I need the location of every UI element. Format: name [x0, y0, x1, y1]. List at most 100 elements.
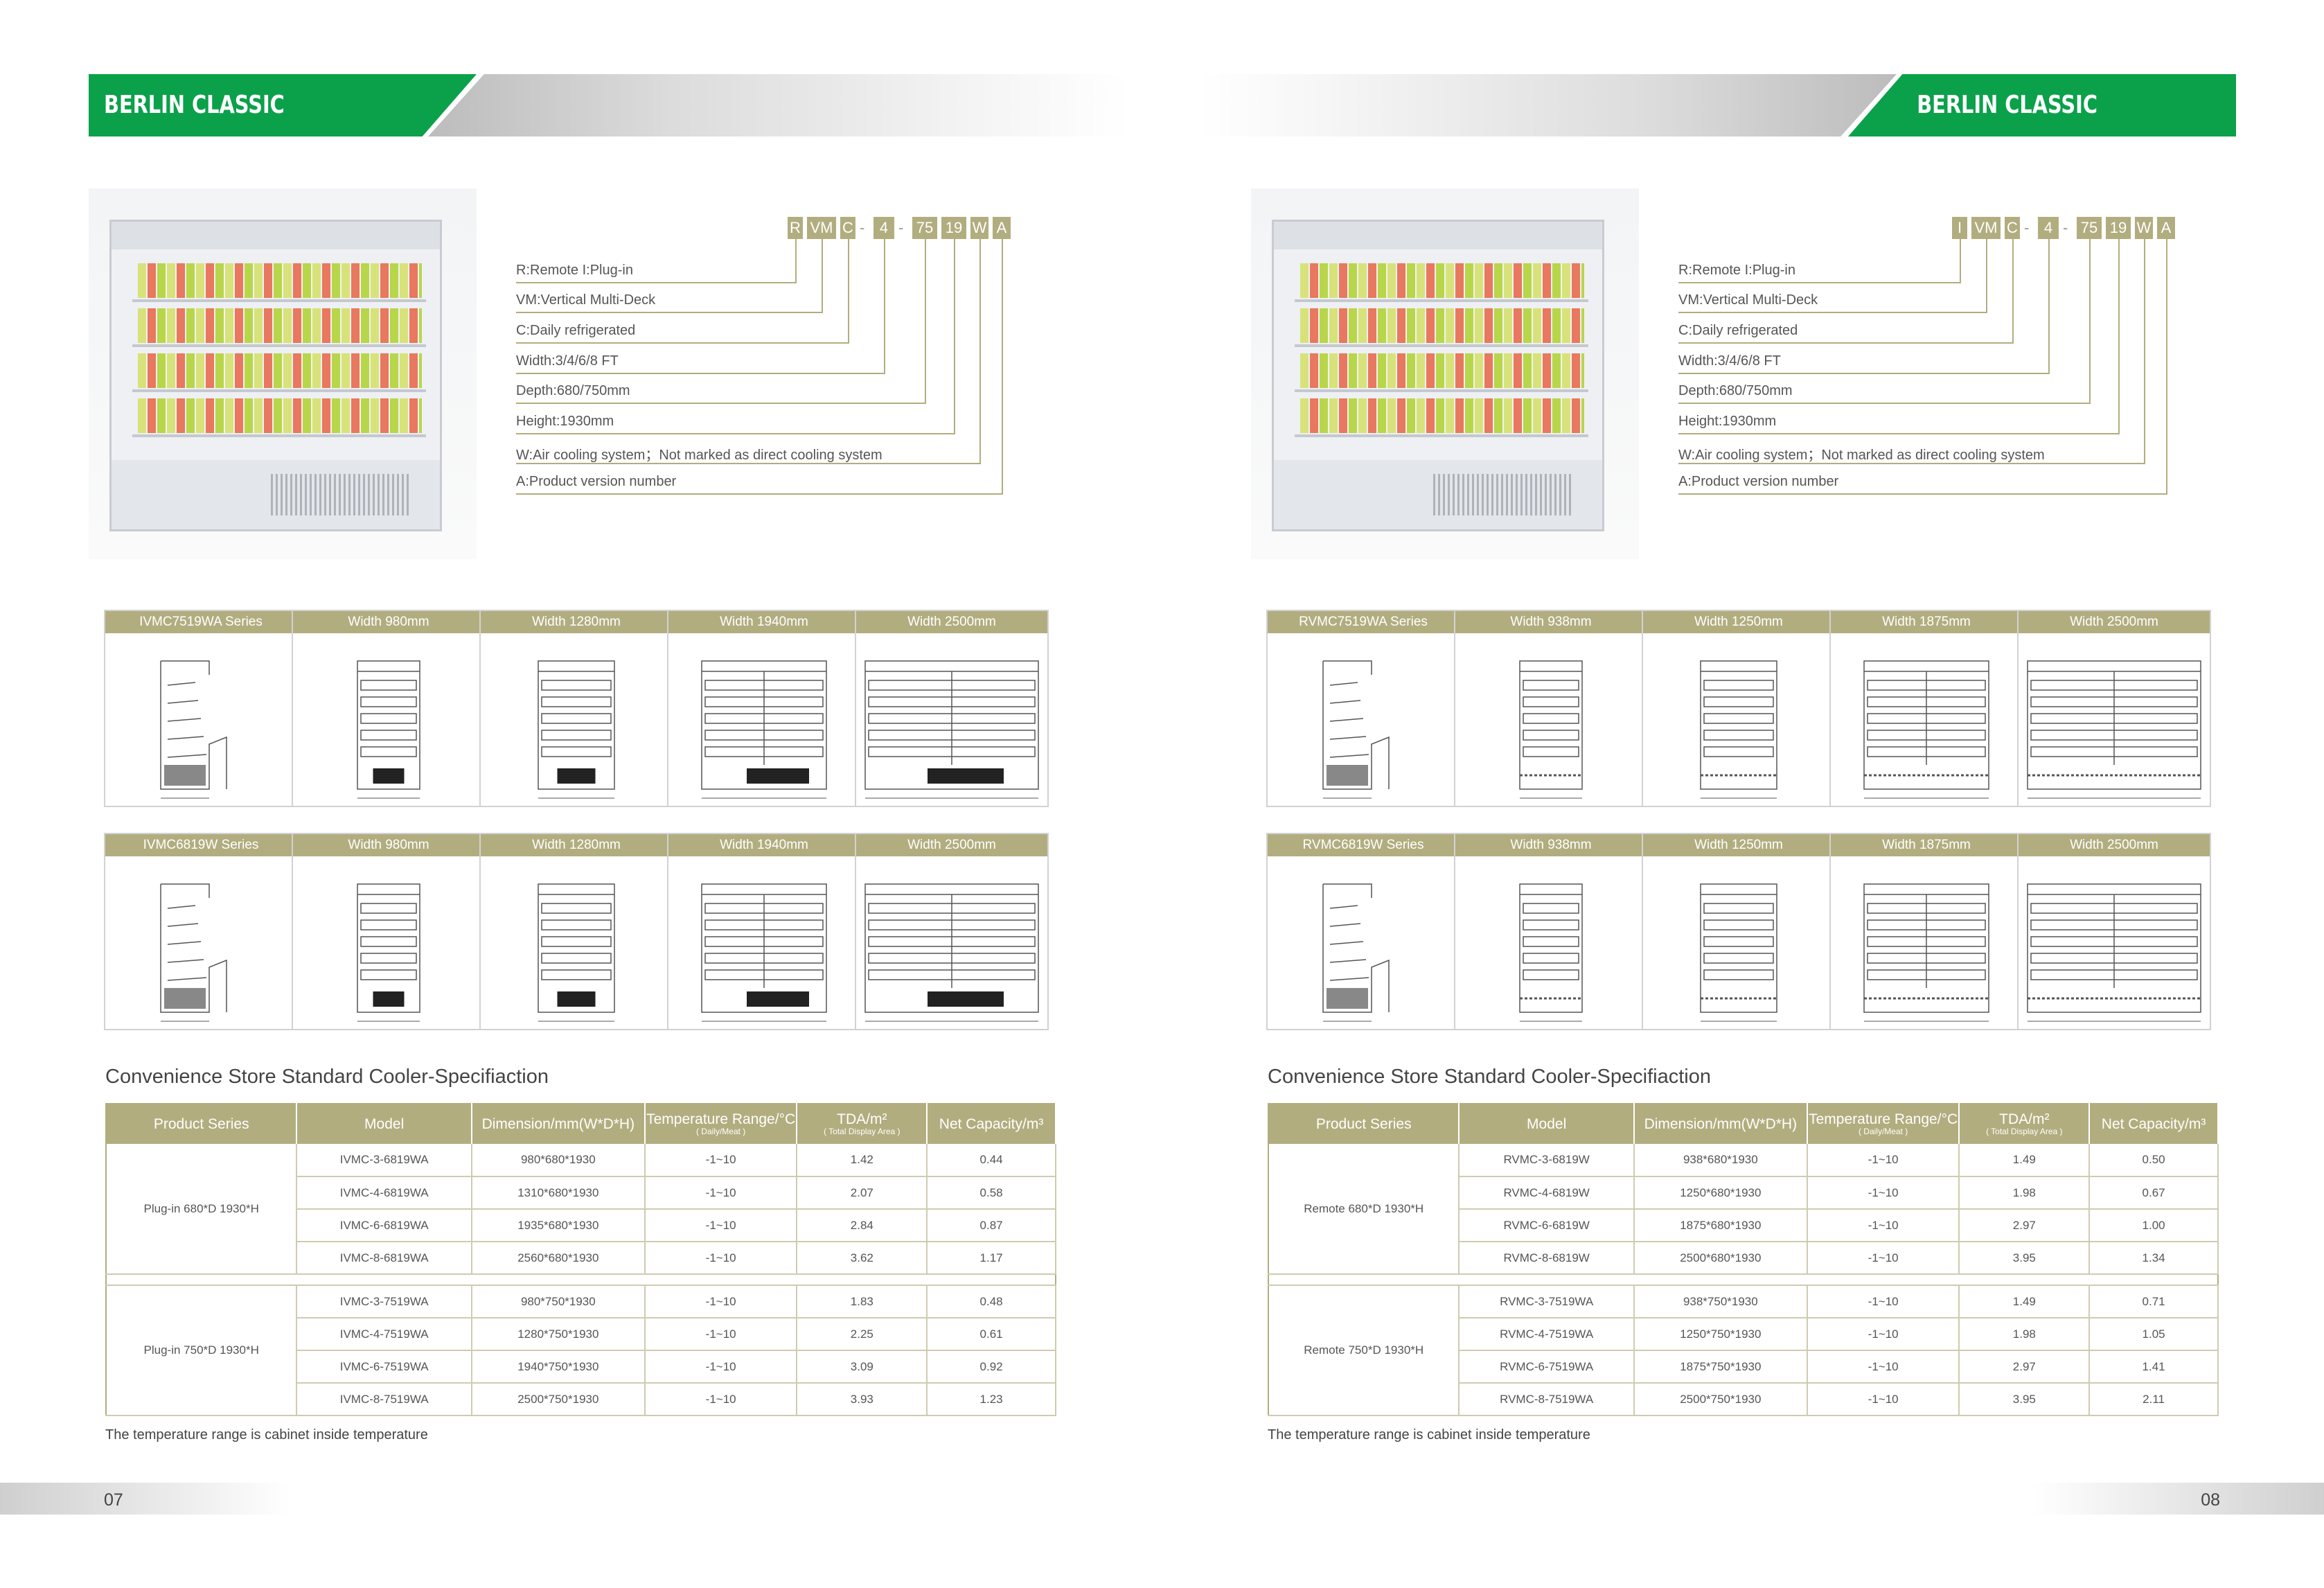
table-cell: 0.48: [927, 1285, 1056, 1318]
leader-vertical: [848, 239, 849, 342]
table-cell: 980*750*1930: [471, 1285, 646, 1318]
technical-drawing: [160, 883, 227, 1022]
table-cell: 1875*680*1930: [1633, 1209, 1808, 1242]
leader-vertical: [1960, 239, 1961, 282]
table-cell: 1250*680*1930: [1633, 1176, 1808, 1210]
table-cell: -1~10: [1807, 1350, 1960, 1384]
code-legend-item: W:Air cooling system；Not marked as direc…: [516, 448, 882, 463]
series-group-cell: Plug-in 680*D 1930*H: [106, 1144, 298, 1275]
leader-horizontal: [516, 493, 1003, 495]
table-cell: 1.41: [2089, 1350, 2219, 1384]
leader-horizontal: [516, 403, 926, 404]
group-separator: [1268, 1273, 2218, 1286]
front-view-drawing: Width 1875mm: [1829, 833, 2023, 1030]
table-cell: 1.49: [1959, 1144, 2091, 1177]
leader-horizontal: [516, 312, 823, 313]
table-cell: -1~10: [644, 1383, 798, 1416]
leader-vertical: [2089, 239, 2091, 403]
technical-drawing: [864, 883, 1039, 1022]
table-cell: -1~10: [644, 1176, 798, 1210]
table-cell: 0.71: [2089, 1285, 2219, 1318]
table-cell: -1~10: [1807, 1176, 1960, 1210]
code-char-box: VM: [1971, 217, 2001, 239]
table-cell: -1~10: [644, 1350, 798, 1384]
technical-drawing: [1700, 660, 1777, 799]
leader-vertical: [884, 239, 885, 373]
front-view-drawing: Width 938mm: [1454, 610, 1648, 807]
side-section-drawing: IVMC6819W Series: [104, 833, 298, 1030]
side-section-drawing: RVMC6819W Series: [1266, 833, 1460, 1030]
code-char-box: 75: [912, 217, 937, 239]
front-view-drawing: Width 1280mm: [479, 833, 673, 1030]
drawing-caption: Width 938mm: [1455, 834, 1647, 856]
table-cell: RVMC-3-7519WA: [1459, 1285, 1635, 1318]
code-separator: -: [898, 219, 904, 236]
leader-horizontal: [1678, 282, 1961, 283]
table-cell: 1.05: [2089, 1318, 2219, 1351]
drawing-caption: RVMC6819W Series: [1268, 834, 1459, 856]
table-cell: 1.34: [2089, 1242, 2219, 1275]
table-cell: 1.98: [1959, 1318, 2091, 1351]
drawing-caption: Width 1250mm: [1643, 834, 1834, 856]
code-separator: -: [2063, 219, 2068, 236]
leader-vertical: [2048, 239, 2050, 373]
cooler-cabinet-image: [1272, 220, 1604, 531]
front-view-drawing: Width 1940mm: [667, 833, 861, 1030]
table-cell: 3.62: [797, 1242, 928, 1275]
table-cell: 2500*750*1930: [471, 1383, 646, 1416]
drawing-caption: Width 980mm: [293, 611, 484, 633]
page-number: 07: [104, 1490, 123, 1510]
table-cell: 1.98: [1959, 1176, 2091, 1210]
table-cell: 2.11: [2089, 1383, 2219, 1416]
leader-vertical: [2144, 239, 2145, 463]
code-separator: -: [2024, 219, 2030, 236]
code-char-box: 75: [2077, 217, 2102, 239]
table-cell: 1940*750*1930: [471, 1350, 646, 1384]
col-product-series: Product Series: [106, 1104, 298, 1144]
table-cell: -1~10: [644, 1144, 798, 1177]
leader-vertical: [2166, 239, 2167, 493]
code-legend-item: R:Remote I:Plug-in: [516, 263, 633, 278]
table-cell: 980*680*1930: [471, 1144, 646, 1177]
leader-horizontal: [1678, 312, 1987, 313]
table-cell: IVMC-4-7519WA: [296, 1318, 472, 1351]
col-temperature: Temperature Range/°C( Daily/Meat ): [644, 1104, 798, 1144]
code-char-box: 19: [2106, 217, 2131, 239]
drawing-caption: Width 1280mm: [481, 834, 672, 856]
technical-drawing: [701, 660, 827, 799]
front-view-drawing: Width 2500mm: [855, 833, 1049, 1030]
table-cell: 1250*750*1930: [1633, 1318, 1808, 1351]
table-cell: IVMC-3-7519WA: [296, 1285, 472, 1318]
code-char-box: 4: [2038, 217, 2059, 239]
drawing-caption: Width 938mm: [1455, 611, 1647, 633]
table-cell: 0.92: [927, 1350, 1056, 1384]
page-number: 08: [2201, 1490, 2220, 1510]
front-view-drawing: Width 980mm: [292, 610, 486, 807]
front-view-drawing: Width 2500mm: [2017, 610, 2211, 807]
table-cell: 1.17: [927, 1242, 1056, 1275]
table-cell: 0.58: [927, 1176, 1056, 1210]
technical-drawing: [538, 883, 615, 1022]
technical-drawing: [538, 660, 615, 799]
table-cell: IVMC-8-7519WA: [296, 1383, 472, 1416]
banner-green: [89, 74, 477, 136]
drawing-caption: Width 2500mm: [856, 834, 1047, 856]
product-photo: [89, 188, 477, 559]
drawing-caption: Width 1280mm: [481, 611, 672, 633]
banner-green: [1848, 74, 2236, 136]
footnote: The temperature range is cabinet inside …: [105, 1427, 428, 1443]
table-cell: 3.09: [797, 1350, 928, 1384]
code-char-box: 4: [873, 217, 894, 239]
table-cell: RVMC-8-6819W: [1459, 1242, 1635, 1275]
code-legend-item: Width:3/4/6/8 FT: [516, 353, 619, 369]
table-cell: 3.95: [1959, 1383, 2091, 1416]
table-cell: 1.42: [797, 1144, 928, 1177]
code-legend-item: VM:Vertical Multi-Deck: [516, 292, 656, 308]
table-cell: 2560*680*1930: [471, 1242, 646, 1275]
